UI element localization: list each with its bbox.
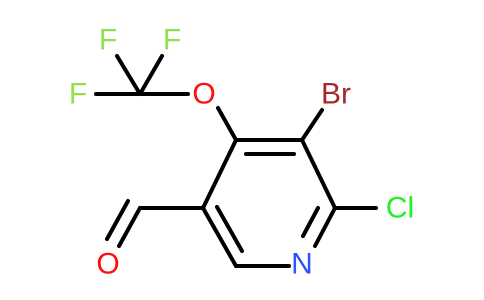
atom-f-right: F	[163, 24, 181, 57]
atom-labels: F F F O Br Cl N O	[69, 24, 414, 281]
atom-f-top: F	[99, 24, 117, 57]
bond-c2-n-inner	[301, 206, 320, 238]
bond-c3-br	[300, 108, 324, 142]
atom-cl: Cl	[386, 192, 414, 225]
bond-cho-o	[117, 206, 142, 248]
bond-o-c4	[216, 106, 238, 142]
bond-c3-c2	[300, 138, 337, 210]
bond-c6-c5-inner	[215, 205, 244, 253]
bond-c-f-top	[115, 54, 142, 96]
bond-c5-c4	[201, 138, 238, 210]
bond-cho-o-inner	[105, 199, 130, 241]
atom-o-ether: O	[192, 78, 215, 111]
bond-c2-n	[313, 206, 337, 248]
atom-o-aldehyde: O	[96, 248, 119, 281]
bond-c6-c5	[201, 206, 238, 268]
atom-f-left: F	[69, 78, 87, 111]
bonds	[94, 54, 378, 268]
bond-c-f-right	[138, 54, 164, 96]
atom-n: N	[291, 248, 313, 281]
atom-br: Br	[321, 78, 351, 111]
